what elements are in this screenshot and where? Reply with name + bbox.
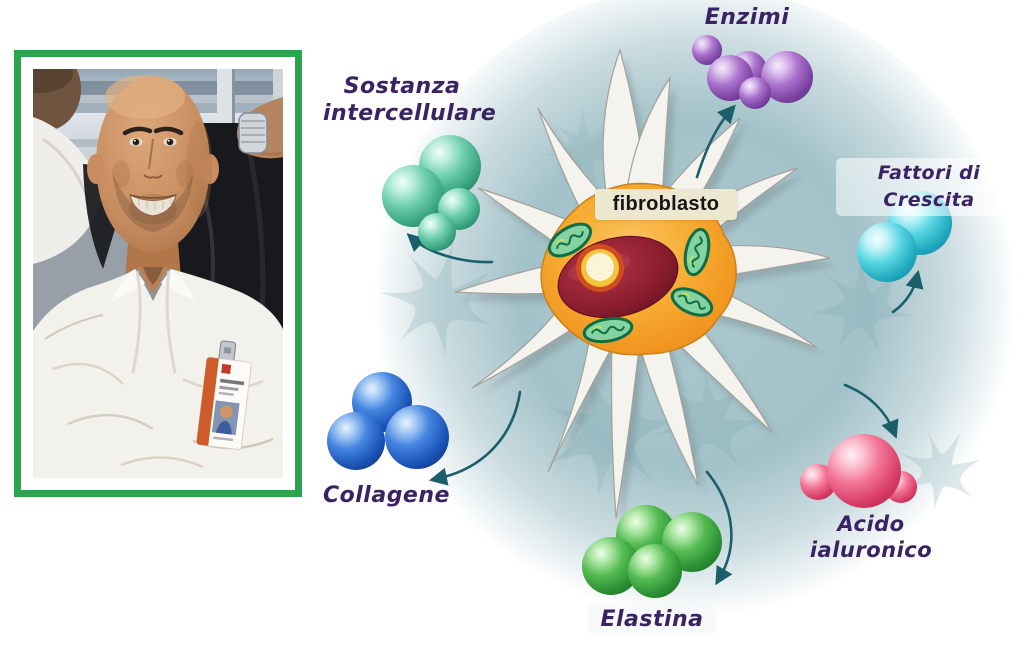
mitochondrion <box>670 287 714 317</box>
photo-frame <box>14 50 302 497</box>
label-fattori-di-crescita: Fattori di Crescita <box>836 158 1022 216</box>
eyebrow <box>122 126 153 136</box>
mitochondrion <box>582 316 634 344</box>
label-line: ialuronico <box>809 538 933 562</box>
arrow-to-fattori <box>891 269 924 314</box>
arrow-to-collagene <box>428 390 522 486</box>
collagene-spheres <box>327 372 449 470</box>
label-line: Acido <box>837 512 905 536</box>
arrows <box>406 104 924 586</box>
label-line: intercellulare <box>323 101 497 126</box>
mitochondrion <box>683 227 711 277</box>
doctor-photo <box>33 69 283 478</box>
acido-spheres <box>800 434 917 508</box>
smile <box>129 193 177 217</box>
eyes <box>129 137 177 147</box>
arrow-to-elastina <box>705 470 733 586</box>
enzimi-spheres <box>692 35 813 109</box>
label-fibroblasto: fibroblasto <box>595 189 737 220</box>
mitochondria <box>547 222 714 344</box>
label-line: Sostanza <box>343 74 461 99</box>
nose <box>148 138 154 170</box>
fibroblast-diagram <box>327 0 1017 630</box>
label-sostanza-intercellulare: Sostanza intercellulare <box>323 73 496 127</box>
second-person <box>33 69 105 264</box>
sostanza-spheres <box>382 135 481 251</box>
wrist-watch <box>238 112 268 154</box>
label-elastina: Elastina <box>588 604 716 635</box>
eyebrow <box>153 126 184 136</box>
label-acido-ialuronico: Acido ialuronico <box>803 511 939 563</box>
arm-with-watch <box>236 97 283 159</box>
fibroblast-cell <box>454 49 836 526</box>
arrow-to-sostanza <box>406 233 494 264</box>
stubble <box>113 174 193 232</box>
arrow-to-enzimi <box>695 104 736 179</box>
nucleolus <box>576 244 624 292</box>
elastina-spheres <box>582 505 722 598</box>
mitochondrion <box>547 222 593 258</box>
id-badge <box>196 340 252 450</box>
label-collagene: Collagene <box>323 483 450 508</box>
label-enzimi: Enzimi <box>704 5 790 30</box>
arrow-to-acido <box>843 383 899 439</box>
